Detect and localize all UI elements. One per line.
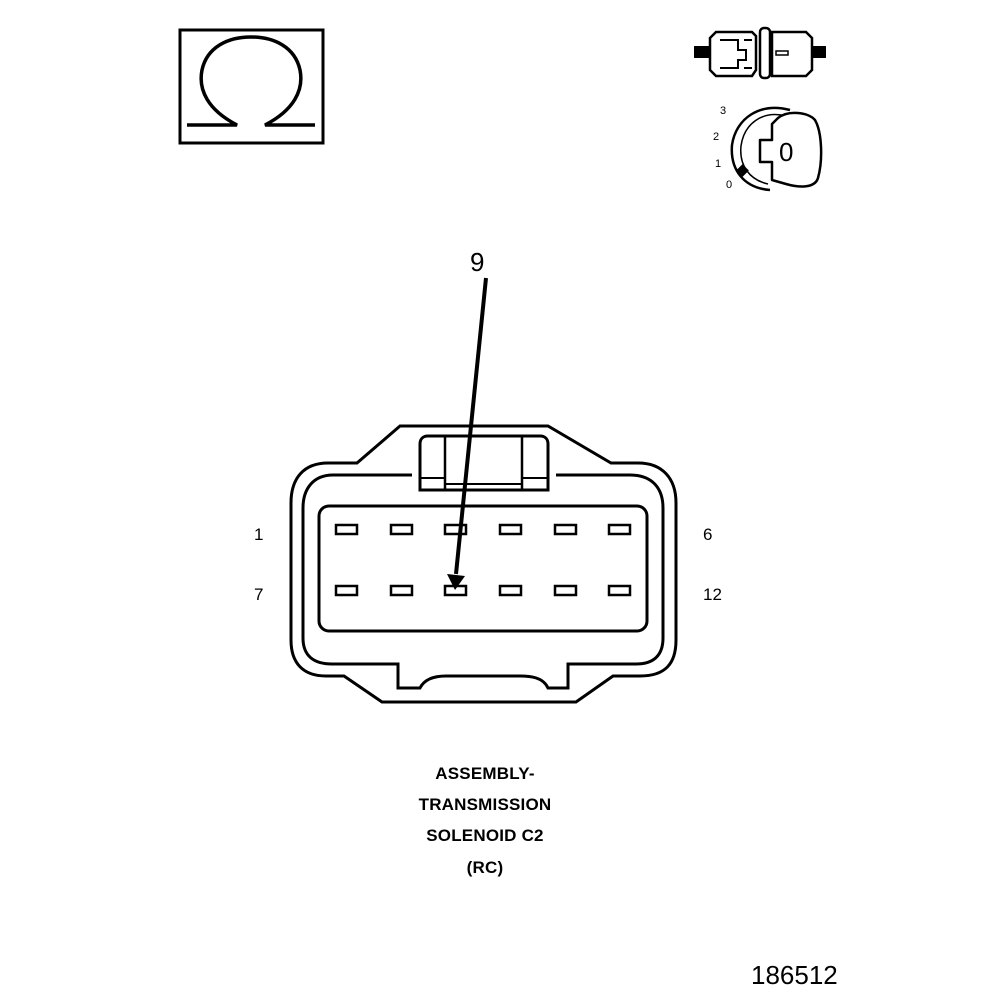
pin-label-7: 7 [254, 585, 264, 604]
ignition-position-2: 2 [713, 131, 720, 143]
connector-title-line-2: TRANSMISSION [418, 795, 552, 814]
ignition-position-1: 1 [715, 158, 722, 170]
figure-id: 186512 [751, 960, 838, 990]
ignition-position-3: 3 [720, 105, 727, 117]
callout-number: 9 [470, 247, 485, 277]
callout-leader-line [454, 277, 488, 575]
ignition-position-0: 0 [726, 179, 733, 191]
pin-row-top [334, 523, 632, 536]
connector-title-line-3: SOLENOID C2 [426, 826, 544, 845]
pin-row-bottom [334, 584, 632, 597]
connector-title-line-1: ASSEMBLY- [435, 764, 535, 783]
ignition-key-label: 0 [779, 137, 794, 167]
callout-arrowhead [447, 574, 465, 590]
pin-label-12: 12 [703, 585, 722, 604]
connector-title-line-4: (RC) [466, 858, 504, 877]
pin-label-1: 1 [254, 525, 264, 544]
pin-label-6: 6 [703, 525, 713, 544]
